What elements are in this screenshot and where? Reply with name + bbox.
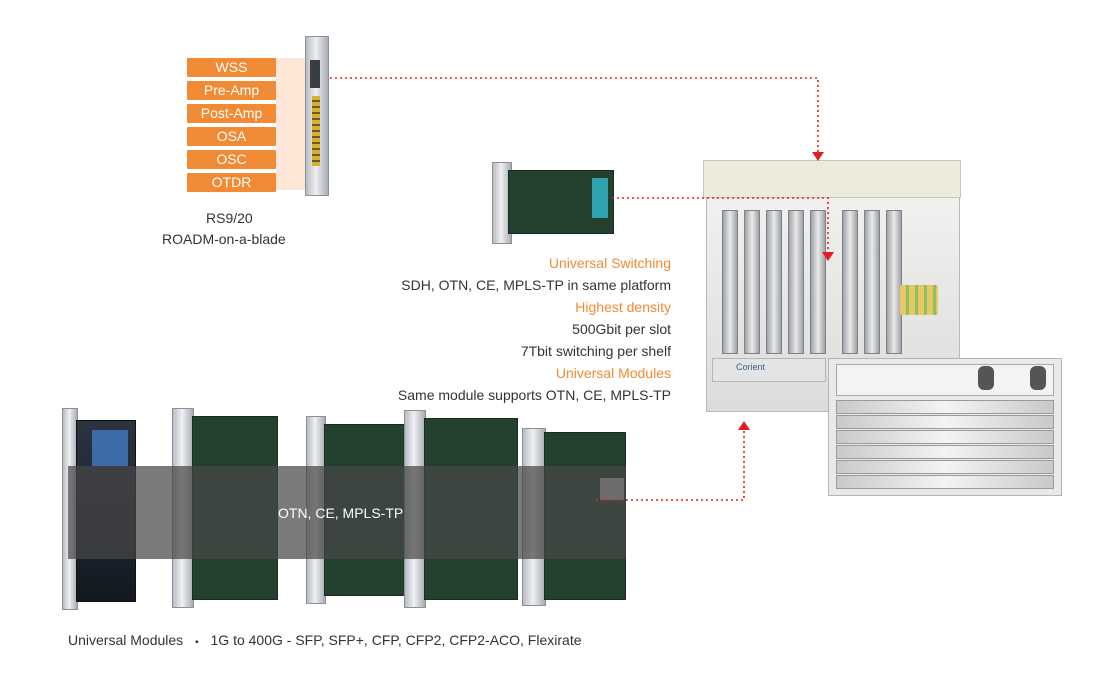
arrowhead-up-icon [738,421,750,430]
feature-density-title: Highest density [575,299,671,315]
roadm-description: ROADM-on-a-blade [162,231,286,247]
roadm-tag-post-amp: Post-Amp [187,104,276,123]
bottom-caption-text: 1G to 400G - SFP, SFP+, CFP, CFP2, CFP2-… [210,632,582,648]
feature-modules-text: Same module supports OTN, CE, MPLS-TP [397,387,671,403]
connector-roadm-to-chassis [330,77,819,152]
connector-switching-to-chassis [612,197,829,252]
feature-density-line2: 7Tbit switching per shelf [520,343,671,359]
roadm-tag-pre-amp: Pre-Amp [187,81,276,100]
feature-switching-title: Universal Switching [548,255,671,271]
roadm-tag-wss: WSS [187,58,276,77]
roadm-tag-otdr: OTDR [187,173,276,192]
connector-modules-to-chassis [596,430,745,501]
bullet-icon: ▪ [195,637,199,648]
feature-density-line1: 500Gbit per slot [572,321,671,337]
protocol-band-label: OTN, CE, MPLS-TP [278,505,404,521]
roadm-model: RS9/20 [206,210,253,226]
roadm-tag-osa: OSA [187,127,276,146]
roadm-tag-osc: OSC [187,150,276,169]
roadm-tag-backdrop [276,58,306,190]
bottom-caption: Universal Modules ▪ 1G to 400G - SFP, SF… [68,632,582,648]
feature-switching-text: SDH, OTN, CE, MPLS-TP in same platform [401,277,671,293]
protocol-band [68,466,626,559]
arrowhead-down-icon [812,152,824,161]
arrowhead-down-icon [822,252,834,261]
chassis-brand: Corient [736,362,766,372]
bottom-caption-title: Universal Modules [68,632,184,648]
feature-modules-title: Universal Modules [555,365,671,381]
